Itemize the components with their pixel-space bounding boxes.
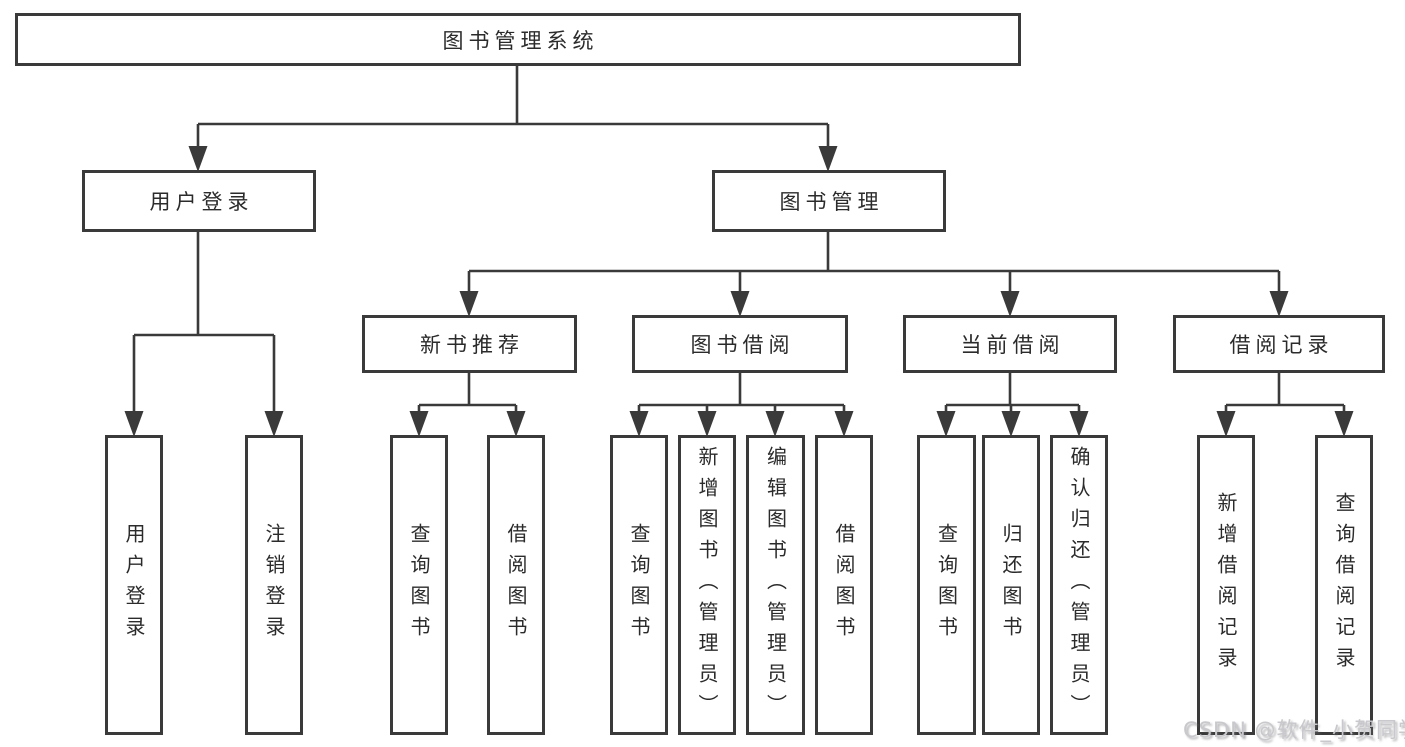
leaf-add-borrow-record: 新增借阅记录 <box>1197 435 1255 735</box>
node-current-borrowing: 当前借阅 <box>903 315 1117 373</box>
leaf-query-books-current: 查询图书 <box>917 435 976 735</box>
node-borrow-records: 借阅记录 <box>1173 315 1385 373</box>
node-book-borrowing: 图书借阅 <box>632 315 848 373</box>
leaf-query-books-borrowing: 查询图书 <box>610 435 668 735</box>
node-user-login: 用户登录 <box>82 170 316 232</box>
leaf-logout: 注销登录 <box>245 435 303 735</box>
csdn-watermark: CSDN @软件_小贺同学 <box>1183 718 1405 742</box>
leaf-query-books-recommend: 查询图书 <box>390 435 448 735</box>
leaf-confirm-return-admin: 确认归还（管理员） <box>1050 435 1108 735</box>
node-library-system: 图书管理系统 <box>15 13 1021 66</box>
leaf-query-borrow-record: 查询借阅记录 <box>1315 435 1373 735</box>
leaf-add-books-admin: 新增图书（管理员） <box>678 435 736 735</box>
arrowhead-icons <box>124 146 1354 437</box>
node-new-book-recommend: 新书推荐 <box>362 315 577 373</box>
node-book-management: 图书管理 <box>712 170 946 232</box>
leaf-edit-books-admin: 编辑图书（管理员） <box>746 435 805 735</box>
leaf-return-books: 归还图书 <box>982 435 1040 735</box>
leaf-borrow-books-recommend: 借阅图书 <box>487 435 545 735</box>
leaf-borrow-books: 借阅图书 <box>815 435 873 735</box>
leaf-user-login: 用户登录 <box>105 435 163 735</box>
